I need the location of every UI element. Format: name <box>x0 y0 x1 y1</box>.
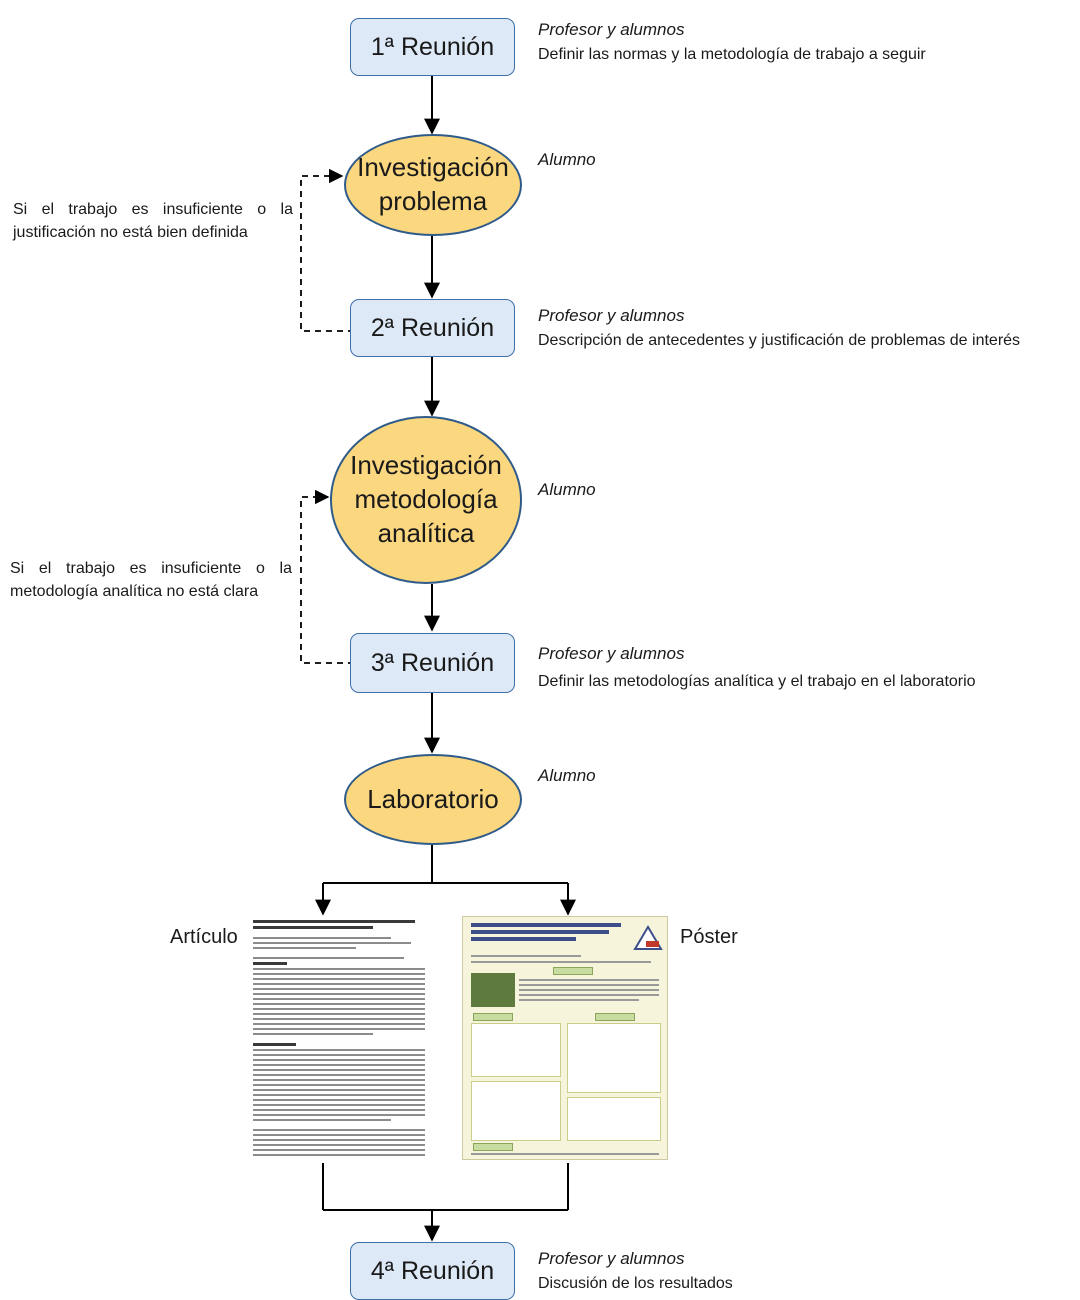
research-problem-role: Alumno <box>538 150 596 169</box>
meeting1-role: Profesor y alumnos <box>538 20 685 39</box>
research-method-oval: Investigación metodología analítica <box>330 416 522 584</box>
meeting3-box: 3ª Reunión <box>350 633 515 693</box>
feedback-loop-2 <box>300 489 376 664</box>
article-label: Artículo <box>170 926 238 948</box>
meeting1-box: 1ª Reunión <box>350 18 515 76</box>
research-method-role: Alumno <box>538 480 596 499</box>
laboratory-oval: Laboratorio <box>344 754 522 845</box>
research-problem-oval: Investigación problema <box>344 134 522 236</box>
meeting2-box: 2ª Reunión <box>350 299 515 357</box>
feedback-note-1: Si el trabajo es insuficiente o la justi… <box>13 201 293 242</box>
meeting2-label: 2ª Reunión <box>370 313 495 342</box>
meeting2-description: Descripción de antecedentes y justificac… <box>538 332 1021 349</box>
meeting3-label: 3ª Reunión <box>370 648 495 677</box>
feedback-note-2: Si el trabajo es insuficiente o la metod… <box>10 560 292 601</box>
article-thumbnail <box>253 920 425 1156</box>
meeting4-box: 4ª Reunión <box>350 1242 515 1300</box>
meeting4-description: Discusión de los resultados <box>538 1275 733 1292</box>
meeting1-label: 1ª Reunión <box>370 32 495 61</box>
meeting3-role: Profesor y alumnos <box>538 644 685 663</box>
meeting2-role: Profesor y alumnos <box>538 306 685 325</box>
poster-label: Póster <box>680 926 738 948</box>
research-method-label: Investigación metodología analítica <box>350 450 502 548</box>
laboratory-role: Alumno <box>538 766 596 785</box>
feedback-loop-1 <box>300 168 376 332</box>
meeting1-description: Definir las normas y la metodología de t… <box>538 46 926 63</box>
poster-logo-icon <box>633 925 663 950</box>
laboratory-label: Laboratorio <box>367 783 499 814</box>
meeting4-label: 4ª Reunión <box>370 1256 495 1285</box>
meeting4-role: Profesor y alumnos <box>538 1249 685 1268</box>
research-problem-label: Investigación problema <box>357 152 509 216</box>
poster-thumbnail <box>462 916 668 1160</box>
meeting3-description: Definir las metodologías analítica y el … <box>538 673 976 690</box>
